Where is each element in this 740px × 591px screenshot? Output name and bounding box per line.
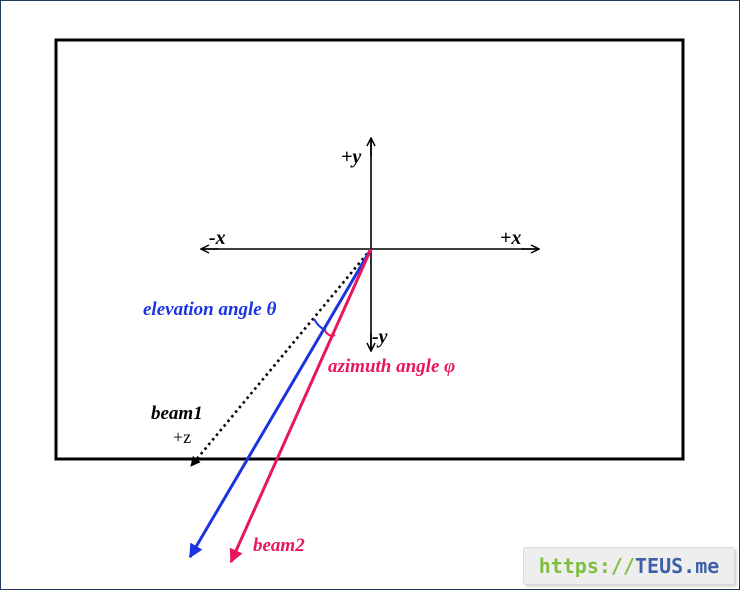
beam2-label: beam2 <box>253 535 305 556</box>
minus-x-label: -x <box>209 227 226 249</box>
beam2 <box>229 248 373 564</box>
plus-x-label: +x <box>500 227 521 249</box>
azimuth-angle-label: azimuth angle φ <box>328 356 455 377</box>
plus-z-label: +z <box>173 427 191 447</box>
watermark-badge: https://TEUS.me <box>523 547 735 585</box>
elevation-angle-label: elevation angle θ <box>143 299 276 320</box>
minus-y-label: -y <box>372 326 388 348</box>
beam1-label: beam1 <box>151 403 203 424</box>
elevation-beam <box>188 248 373 559</box>
frame-rectangle <box>54 38 685 461</box>
azimuth-angle-arc <box>324 330 336 337</box>
plus-y-label: +y <box>341 146 361 168</box>
beam1-z-axis <box>189 248 373 467</box>
elevation-angle-arc <box>313 318 327 331</box>
watermark-name: TEUS.me <box>635 554 720 578</box>
watermark-prefix: https:// <box>538 554 636 578</box>
